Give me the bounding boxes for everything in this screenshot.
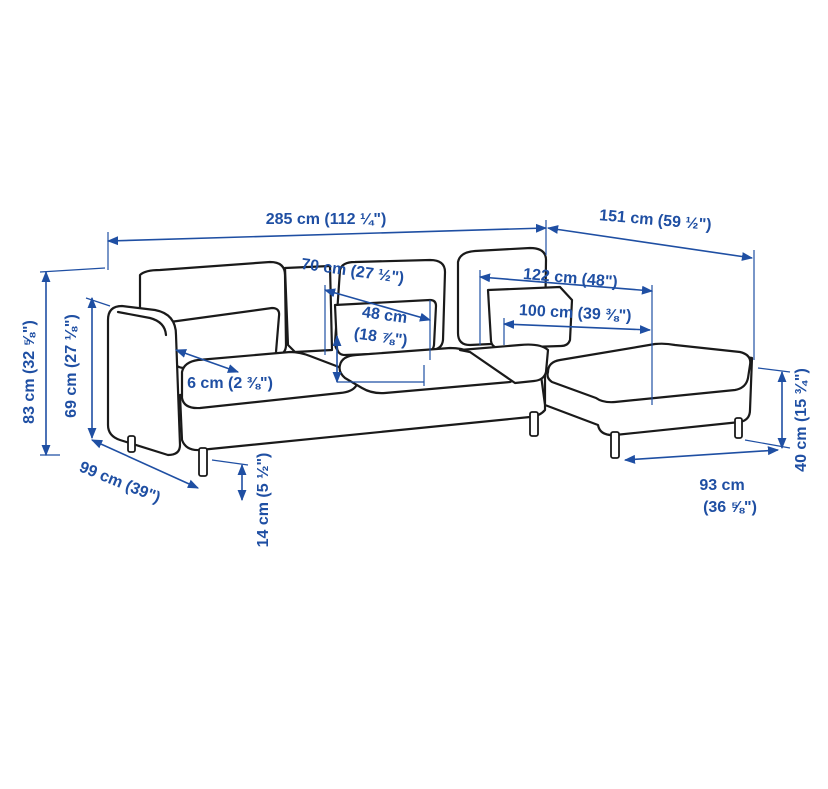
tick-back-height-top [85,297,111,307]
tick-leg-height-top [211,459,249,466]
armrest-top-edge [116,310,168,337]
dim-line-armrest [174,349,240,373]
sofa-illustration [106,246,754,477]
dim-line-seat-width-70 [323,288,432,322]
label-armrest: 6 cm (2 ⅜") [187,375,273,392]
label-chaise-length-100: 100 cm (39 ⅜") [519,302,632,325]
leg-middle [529,411,539,437]
dim-line-sofa-depth [90,439,200,489]
label-total-width: 285 cm (112 ¼") [266,211,387,228]
label-chaise-width-in: (36 ⅝") [703,499,757,516]
leg-front-left [198,447,208,477]
dim-line-chaise-length-100 [502,319,652,335]
dim-line-chaise-depth [546,225,754,261]
leg-back-left [127,435,136,453]
label-chaise-depth: 151 cm (59 ½") [599,207,713,234]
tick-seat-height-bottom [744,439,791,449]
chaise-cushion [546,342,752,404]
seat-cushion-right [458,343,550,385]
dim-line-chaise-length-122 [478,273,654,295]
back-cushion-rear [283,264,334,354]
leg-chaise-back [734,417,743,439]
label-seat-depth-48-cm: 48 cm [361,304,408,327]
tick-seat-height-top [757,367,791,373]
armrest [106,304,182,457]
dim-line-chaise-width [623,446,780,464]
label-back-height: 69 cm (27 ⅛") [63,314,80,418]
leg-chaise-front [610,431,620,459]
dim-line-total-width [106,223,548,246]
dimension-labels: 285 cm (112 ¼") 151 cm (59 ½") 70 cm (27… [21,207,810,547]
label-seat-height: 40 cm (15 ¾") [793,368,810,472]
label-leg-height: 14 cm (5 ½") [255,453,272,548]
tick-total-height-top [39,267,106,273]
dimension-lines [39,220,791,502]
label-chaise-width-cm: 93 cm [699,477,744,494]
label-total-height: 83 cm (32 ⅝") [21,320,38,424]
